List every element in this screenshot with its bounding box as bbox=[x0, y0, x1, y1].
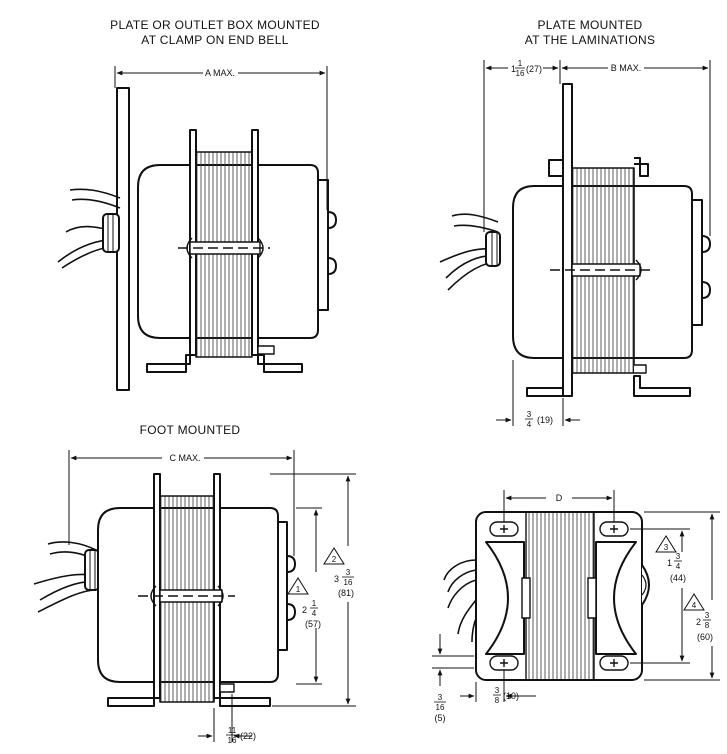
mounting-slots bbox=[489, 521, 629, 671]
mounting-plate-2 bbox=[562, 83, 573, 397]
svg-text:3: 3 bbox=[346, 568, 351, 577]
note-3: 3 bbox=[664, 543, 669, 552]
svg-text:(27): (27) bbox=[526, 64, 542, 74]
svg-text:8: 8 bbox=[705, 621, 710, 630]
svg-text:1: 1 bbox=[667, 558, 672, 568]
foot-view-title: FOOT MOUNTED bbox=[120, 423, 260, 438]
svg-text:(10): (10) bbox=[503, 691, 519, 701]
svg-text:(60): (60) bbox=[697, 632, 713, 642]
svg-text:2: 2 bbox=[302, 605, 307, 615]
svg-text:1: 1 bbox=[511, 64, 516, 74]
svg-text:3: 3 bbox=[527, 410, 532, 419]
svg-text:16: 16 bbox=[228, 736, 237, 745]
svg-text:16: 16 bbox=[344, 578, 353, 587]
lamination-view bbox=[439, 83, 711, 397]
dim-bottom-11-16: 11 16 (22) bbox=[226, 726, 256, 745]
svg-text:8: 8 bbox=[495, 696, 500, 705]
svg-text:3: 3 bbox=[676, 552, 681, 561]
lead-wires-4 bbox=[443, 559, 481, 643]
svg-text:4: 4 bbox=[312, 609, 317, 618]
svg-text:(22): (22) bbox=[240, 731, 256, 741]
clamp-view bbox=[57, 87, 337, 391]
svg-text:4: 4 bbox=[527, 420, 532, 429]
dim-inner-2-1-4: 2 1 4 (57) bbox=[302, 599, 321, 629]
lamination-title-line2: AT THE LAMINATIONS bbox=[524, 33, 656, 47]
dim-d-label: D bbox=[556, 493, 563, 503]
svg-text:(5): (5) bbox=[435, 713, 446, 723]
svg-text:1: 1 bbox=[312, 599, 317, 608]
dim-c-label: C MAX. bbox=[169, 453, 200, 463]
clamp-title-line2: AT CLAMP ON END BELL bbox=[141, 33, 289, 47]
foot-title: FOOT MOUNTED bbox=[139, 423, 241, 437]
dim-b-label: B MAX. bbox=[611, 63, 642, 73]
lamination-view-title: PLATE MOUNTED AT THE LAMINATIONS bbox=[500, 18, 680, 48]
svg-text:3: 3 bbox=[334, 574, 339, 584]
dim-hole-3-8: 3 8 (10) bbox=[493, 686, 519, 705]
dim-hole-3-16: 3 16 (5) bbox=[434, 693, 446, 723]
dim-offset-1-1-16: 1 1 16 (27) bbox=[511, 59, 542, 78]
foot-view bbox=[33, 473, 296, 707]
clamp-view-title: PLATE OR OUTLET BOX MOUNTED AT CLAMP ON … bbox=[90, 18, 340, 48]
note-2: 2 bbox=[332, 555, 337, 564]
svg-text:(81): (81) bbox=[338, 588, 354, 598]
note-4: 4 bbox=[692, 601, 697, 610]
dim-bottom-3-4: 3 4 (19) bbox=[525, 410, 553, 429]
note-1: 1 bbox=[296, 585, 301, 594]
svg-text:(44): (44) bbox=[670, 573, 686, 583]
dim-inner-1-3-4: 1 3 4 (44) bbox=[667, 552, 686, 583]
svg-text:1: 1 bbox=[518, 59, 523, 68]
dim-a-label: A MAX. bbox=[205, 68, 235, 78]
clamp-title-line1: PLATE OR OUTLET BOX MOUNTED bbox=[110, 18, 320, 32]
bottom-view bbox=[443, 511, 650, 681]
dim-outer-2-3-8: 2 3 8 (60) bbox=[696, 611, 713, 642]
svg-text:16: 16 bbox=[516, 69, 525, 78]
svg-text:11: 11 bbox=[228, 726, 237, 735]
svg-text:3: 3 bbox=[438, 693, 443, 702]
svg-text:2: 2 bbox=[696, 617, 701, 627]
svg-text:16: 16 bbox=[436, 703, 445, 712]
lamination-title-line1: PLATE MOUNTED bbox=[537, 18, 643, 32]
svg-text:3: 3 bbox=[495, 686, 500, 695]
svg-text:(19): (19) bbox=[537, 415, 553, 425]
svg-text:3: 3 bbox=[705, 611, 710, 620]
dim-outer-3-3-16: 3 3 16 (81) bbox=[334, 568, 354, 598]
svg-text:4: 4 bbox=[676, 562, 681, 571]
svg-text:(57): (57) bbox=[305, 619, 321, 629]
